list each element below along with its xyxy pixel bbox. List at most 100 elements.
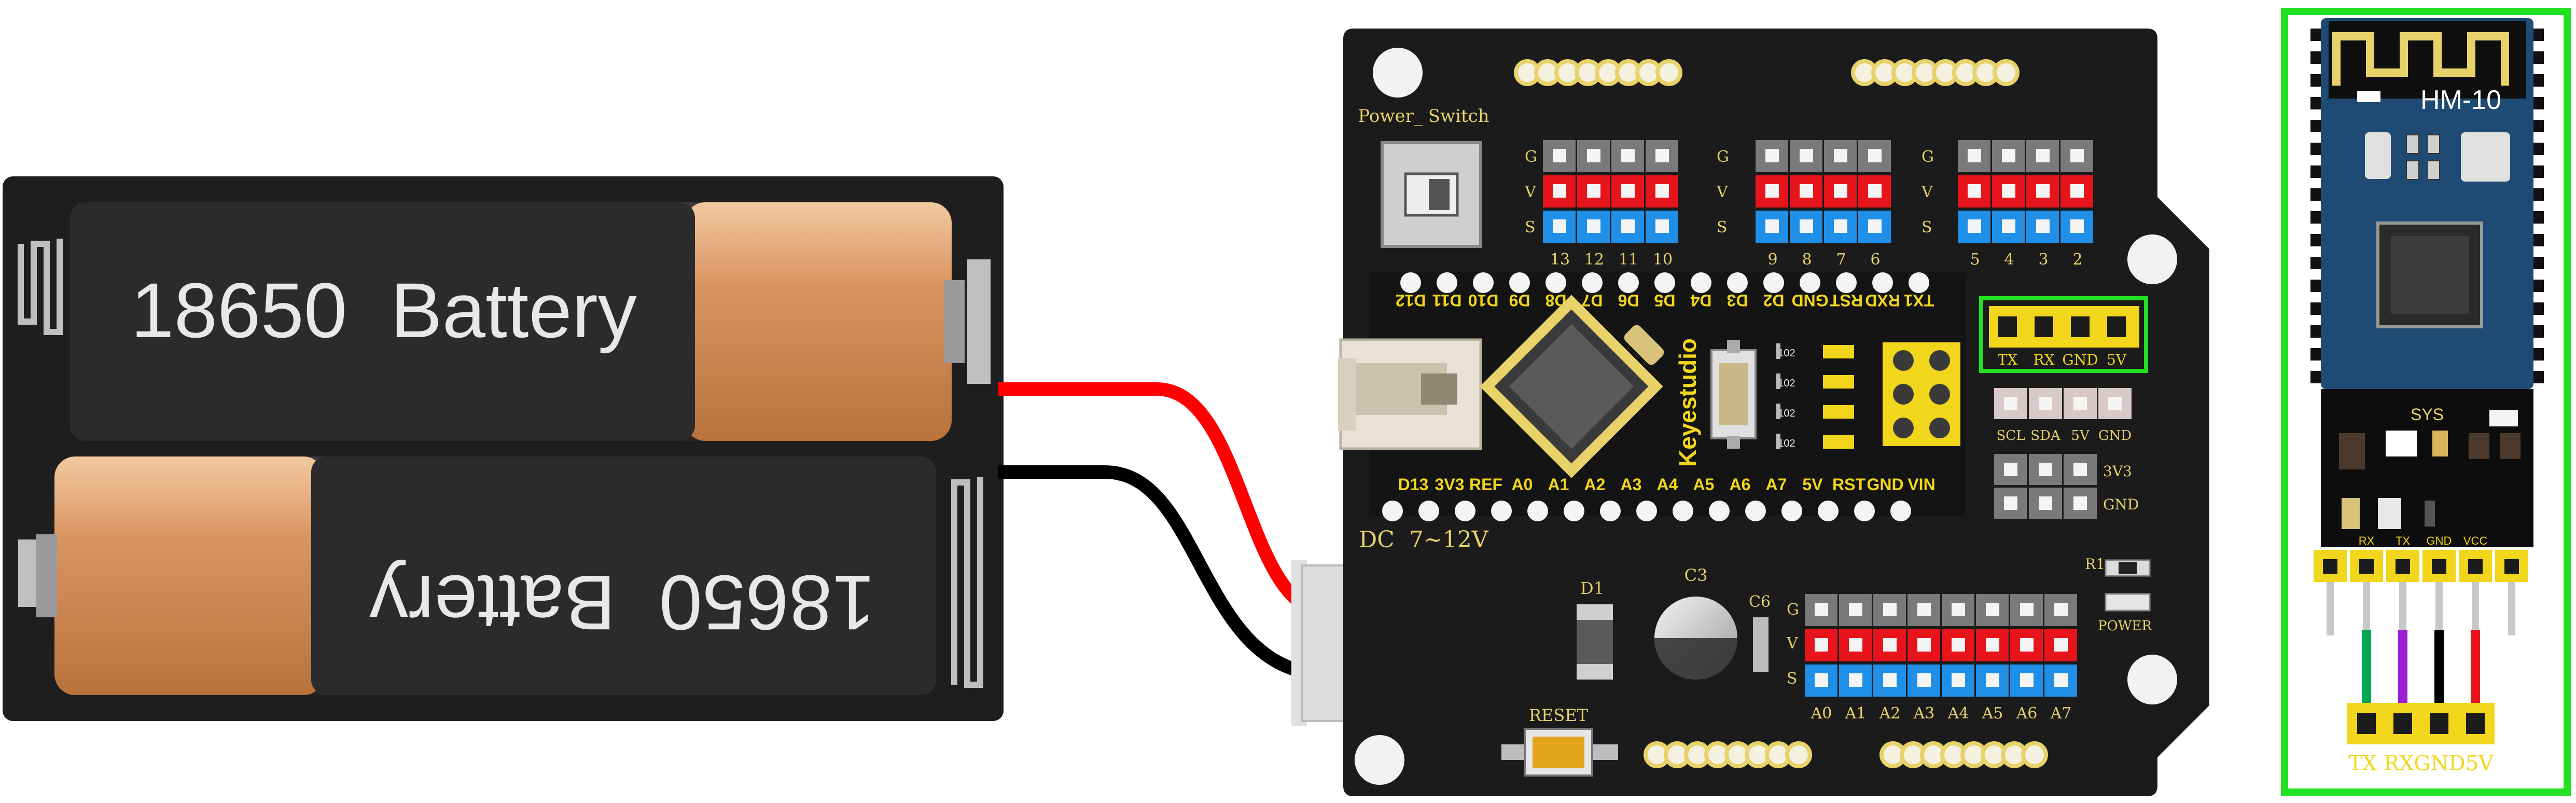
svg-text:VIN: VIN: [1907, 475, 1935, 494]
top-header-left: [1514, 59, 1682, 86]
svg-text:A2: A2: [1879, 704, 1901, 723]
svg-text:102: 102: [1778, 348, 1795, 359]
svg-text:D13: D13: [1398, 475, 1429, 494]
uart-pin-labels: TX RX GND 5V: [1998, 351, 2127, 368]
nano-bottom-pin: [1564, 501, 1584, 521]
dc-input-label: DC 7~12V: [1359, 527, 1489, 553]
right-contact-top: [967, 259, 991, 384]
wire-black-battery: [998, 465, 1328, 681]
svg-text:11: 11: [1619, 251, 1638, 269]
svg-text:GND: GND: [1867, 475, 1903, 494]
svg-text:5V: 5V: [1802, 475, 1823, 494]
svg-text:102: 102: [1778, 378, 1795, 389]
svg-text:REF: REF: [1469, 475, 1502, 494]
d1-label: D1: [1580, 578, 1604, 598]
svg-text:7: 7: [1836, 251, 1846, 269]
svg-text:12: 12: [1584, 251, 1604, 269]
svg-text:A4: A4: [1947, 704, 1969, 723]
hm10-model-label: HM-10: [2420, 85, 2501, 115]
svg-text:V: V: [1524, 183, 1537, 201]
hm10-module: HM-10: [2310, 18, 2544, 389]
left-contact-bottom: [18, 539, 39, 607]
bt-highlight-frame: [2281, 8, 2571, 796]
svg-text:D3: D3: [1727, 291, 1748, 310]
nano-top-pin: [1400, 272, 1421, 293]
svg-text:A6: A6: [2016, 704, 2038, 723]
svg-text:D2: D2: [1763, 291, 1785, 310]
nano-bottom-pin: [1745, 501, 1766, 521]
svg-text:G: G: [1921, 148, 1934, 166]
nano-top-pin: [1654, 272, 1675, 293]
mount-hole-tr: [2127, 234, 2177, 284]
svg-text:3V3: 3V3: [1435, 475, 1465, 494]
nano-bottom-pin: [1673, 501, 1693, 521]
svg-text:D7: D7: [1582, 291, 1603, 310]
nano-bottom-pin: [1600, 501, 1621, 521]
svg-text:RX: RX: [2033, 351, 2054, 368]
svg-text:A0: A0: [1512, 475, 1533, 494]
svg-text:G: G: [1525, 148, 1537, 166]
svg-text:D9: D9: [1509, 291, 1530, 310]
nano-top-pin: [1437, 272, 1457, 293]
battery-bottom-sleeve: [311, 456, 936, 695]
nano-bottom-pin: [1418, 501, 1439, 521]
nano-top-pin: [1909, 272, 1929, 293]
svg-text:GND: GND: [1791, 291, 1828, 310]
bottom-header-left: [1644, 741, 1812, 768]
svg-text:S: S: [1525, 218, 1536, 237]
svg-text:SCL: SCL: [1997, 428, 2025, 444]
battery-cell-top: 18650 Battery: [70, 202, 965, 441]
mount-hole-tl: [1373, 48, 1423, 98]
svg-text:G: G: [1787, 601, 1799, 619]
icsp-header: [1883, 342, 1960, 446]
nano-top-pin: [1800, 272, 1820, 293]
nano-top-pins: [1400, 272, 1929, 293]
svg-text:V: V: [1921, 183, 1933, 201]
nano-top-pin: [1872, 272, 1893, 293]
power-led: [2105, 593, 2151, 612]
antenna-trace: [2332, 32, 2509, 86]
svg-text:S: S: [1921, 218, 1932, 237]
svg-text:TX1: TX1: [1904, 291, 1934, 310]
reset-button: [1501, 728, 1618, 777]
svg-text:5V: 5V: [2107, 351, 2127, 368]
svg-text:GND: GND: [2427, 534, 2452, 547]
svg-text:102: 102: [1778, 438, 1795, 449]
svg-text:2: 2: [2072, 251, 2082, 269]
svg-text:D12: D12: [1396, 291, 1426, 310]
svg-text:RXD: RXD: [1865, 291, 1900, 310]
top-header-left-hole: [1655, 59, 1682, 86]
svg-text:A3: A3: [1913, 704, 1935, 723]
svg-text:A5: A5: [1693, 475, 1715, 494]
nano-top-pin: [1727, 272, 1748, 293]
svg-text:V: V: [1716, 183, 1729, 201]
svg-text:VCC: VCC: [2463, 534, 2488, 547]
bottom-header-right: [1879, 741, 2048, 768]
svg-text:A3: A3: [1621, 475, 1642, 494]
top-header-right-hole: [1993, 59, 2020, 86]
svg-text:A5: A5: [1982, 704, 2003, 723]
uart-highlight-box: [1979, 296, 2148, 373]
bottom-header-left-hole: [1785, 741, 1812, 768]
svg-text:GND: GND: [2062, 351, 2098, 368]
top-header-right: [1851, 59, 2020, 86]
battery-cell-bottom: 18650 Battery: [36, 456, 936, 695]
power-header: 3V3 GND: [1994, 454, 2139, 519]
mount-hole-bl: [1355, 735, 1404, 785]
svg-text:TX: TX: [2396, 534, 2410, 547]
svg-text:3: 3: [2038, 251, 2048, 269]
analog-gvs-header: [1805, 594, 2077, 697]
battery-pack: 18650 Battery 18650 Battery: [3, 176, 1004, 721]
svg-text:TX: TX: [1998, 351, 2018, 368]
svg-text:10: 10: [1653, 251, 1673, 269]
nano-bottom-pin: [1890, 501, 1911, 521]
svg-text:5: 5: [1970, 251, 1980, 269]
